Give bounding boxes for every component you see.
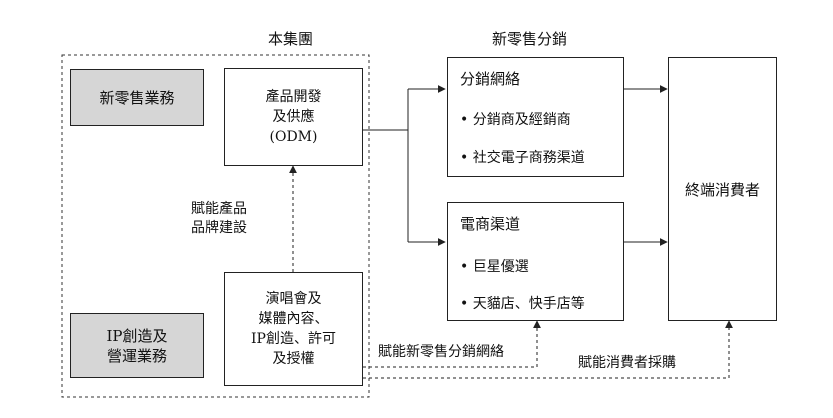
- new-retail-business-label: 新零售業務: [99, 89, 175, 107]
- ip-business-box: IP創造及 營運業務: [70, 313, 204, 378]
- content-line-1: 演唱會及: [265, 291, 322, 307]
- product-dev-line-1: 產品開發: [265, 89, 322, 105]
- ecommerce-bullet-2: 天貓店、快手店等: [460, 293, 585, 313]
- empower-network-label: 賦能新零售分銷網絡: [378, 344, 504, 360]
- distribution-network-box: 分銷網絡 分銷商及經銷商 社交電子商務渠道: [447, 57, 624, 177]
- consumers-label: 終端消費者: [684, 180, 760, 199]
- content-line-3: IP創造、許可: [251, 331, 336, 347]
- empower-brand-line-1: 賦能產品: [191, 201, 247, 217]
- distribution-bullet-1: 分銷商及經銷商: [460, 109, 571, 129]
- ecommerce-title: 電商渠道: [460, 215, 521, 233]
- ecommerce-bullet-1: 巨星優選: [460, 256, 529, 276]
- product-dev-line-2: 及供應: [272, 109, 315, 125]
- content-line-4: 及授權: [272, 351, 315, 367]
- consumers-box: 終端消費者: [668, 57, 777, 321]
- content-box: 演唱會及 媒體內容、 IP創造、許可 及授權: [224, 272, 363, 386]
- empower-consumer-label: 賦能消費者採購: [578, 355, 676, 371]
- distribution-bullet-2: 社交電子商務渠道: [460, 147, 585, 167]
- retail-heading: 新零售分銷: [492, 30, 568, 48]
- ip-business-line-2: 營運業務: [106, 346, 167, 365]
- ip-business-line-1: IP創造及: [106, 326, 168, 345]
- arrow-empower-consumer: [363, 320, 733, 379]
- empower-brand-line-2: 品牌建設: [191, 220, 247, 236]
- content-line-2: 媒體內容、: [258, 311, 329, 327]
- arrow-empower-network: [363, 320, 541, 368]
- product-dev-line-3: (ODM): [269, 129, 318, 145]
- ecommerce-box: 電商渠道 巨星優選 天貓店、快手店等: [447, 202, 624, 321]
- new-retail-business-box: 新零售業務: [70, 69, 204, 126]
- group-heading: 本集團: [268, 30, 314, 48]
- distribution-title: 分銷網絡: [460, 70, 521, 88]
- product-dev-box: 產品開發 及供應 (ODM): [224, 68, 363, 166]
